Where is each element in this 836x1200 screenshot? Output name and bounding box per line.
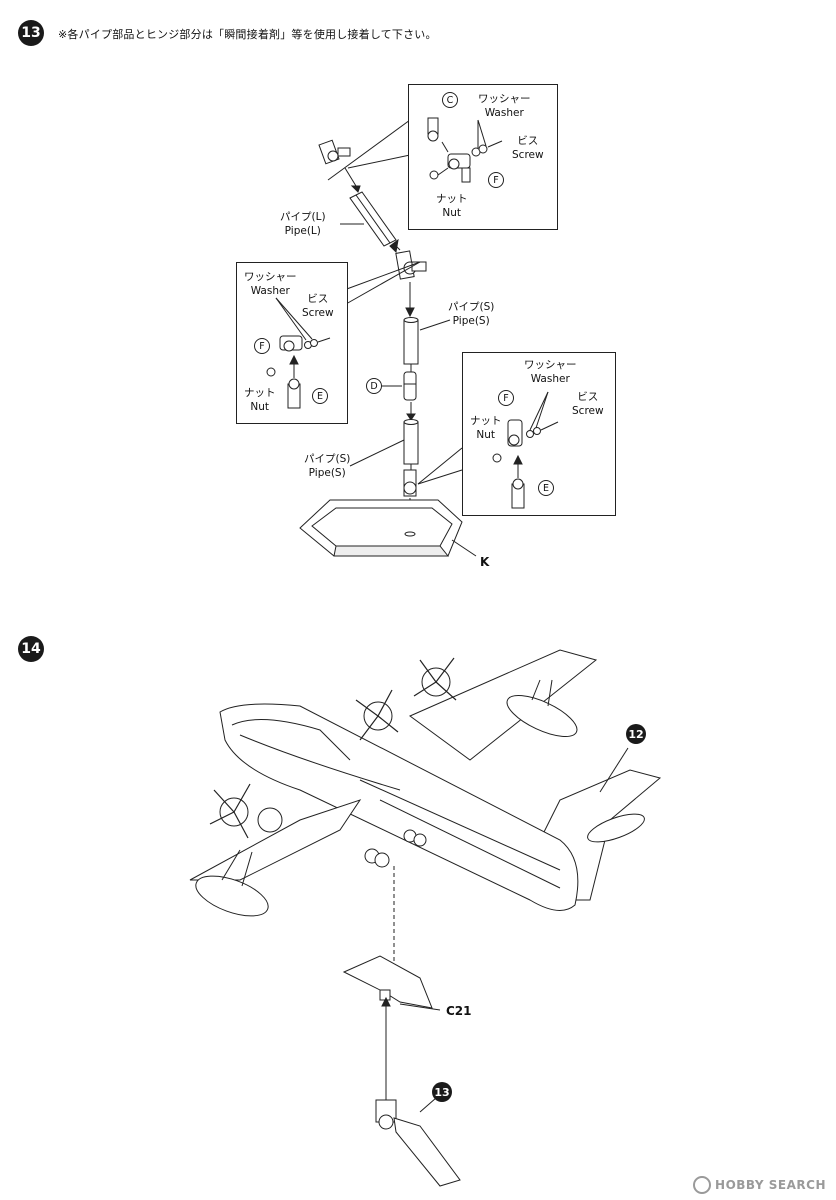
step-13-badge: 13	[18, 20, 44, 46]
hobby-search-logo-icon	[693, 1176, 712, 1194]
part-c21-label: C21	[446, 1004, 472, 1018]
ref-step-12-badge: 12	[626, 724, 646, 744]
right-part-f-marker: F	[498, 390, 514, 406]
pipe-s-lower-label: パイプ(S)Pipe(S)	[304, 453, 351, 479]
ref-step-13-badge: 13	[432, 1082, 452, 1102]
detail-parts-drawing	[266, 117, 559, 509]
top-part-c-marker: C	[442, 92, 458, 108]
left-part-f-marker: F	[254, 338, 270, 354]
watermark: HOBBY SEARCH	[693, 1176, 826, 1194]
part-d-marker: D	[366, 378, 382, 394]
left-part-e-marker: E	[312, 388, 328, 404]
pipe-s-upper-label: パイプ(S)Pipe(S)	[448, 301, 495, 327]
right-part-e-marker: E	[538, 480, 554, 496]
detail-box-top	[408, 84, 558, 230]
base-k-label: K	[480, 555, 490, 569]
top-part-f-marker: F	[488, 172, 504, 188]
step-14-badge: 14	[18, 636, 44, 662]
assembly-note: ※各パイプ部品とヒンジ部分は「瞬間接着剤」等を使用し接着して下さい。	[58, 28, 437, 41]
pipe-l-label: パイプ(L)Pipe(L)	[280, 211, 326, 237]
